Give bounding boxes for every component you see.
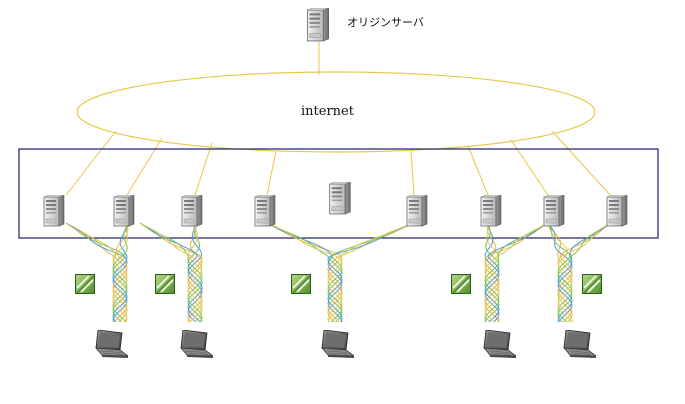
access-line bbox=[484, 222, 549, 323]
laptop-icon bbox=[95, 330, 128, 359]
access-line bbox=[187, 222, 203, 323]
cache-server-icon bbox=[480, 195, 502, 227]
access-line bbox=[65, 222, 128, 323]
access-line bbox=[139, 222, 203, 323]
internet-label: internet bbox=[301, 104, 354, 119]
access-line bbox=[484, 222, 549, 323]
green-filter-icon bbox=[155, 274, 175, 294]
access-line bbox=[65, 222, 128, 323]
green-filter-icon bbox=[451, 274, 471, 294]
access-line bbox=[327, 222, 415, 323]
cloud-link bbox=[410, 150, 415, 196]
cache-server-icon bbox=[254, 195, 276, 227]
cache-cluster-frame bbox=[18, 148, 659, 239]
origin-server-label: オリジンサーバ bbox=[347, 16, 424, 29]
access-line bbox=[327, 222, 415, 323]
access-line bbox=[557, 222, 611, 323]
access-line bbox=[484, 222, 549, 323]
cache-server-icon bbox=[113, 195, 135, 227]
access-line bbox=[65, 222, 128, 323]
access-line bbox=[547, 222, 573, 323]
laptop-icon bbox=[180, 330, 213, 359]
cloud-link bbox=[194, 142, 213, 196]
green-filter-icon bbox=[291, 274, 311, 294]
cloud-link bbox=[510, 139, 549, 196]
cache-server-icon bbox=[543, 195, 565, 227]
green-filter-icon bbox=[75, 274, 95, 294]
cloud-link bbox=[551, 130, 611, 196]
access-line bbox=[484, 222, 549, 323]
access-line bbox=[112, 222, 129, 323]
access-line bbox=[327, 222, 415, 323]
access-line bbox=[557, 222, 611, 323]
internet-cloud bbox=[76, 71, 596, 153]
cloud-link bbox=[467, 145, 489, 196]
access-lines bbox=[65, 222, 611, 323]
access-line bbox=[112, 222, 129, 323]
cache-server-icon bbox=[43, 195, 65, 227]
cloud-link bbox=[65, 130, 117, 196]
cache-server-icon bbox=[329, 182, 351, 215]
access-line bbox=[547, 222, 573, 323]
laptop-icon bbox=[321, 330, 354, 359]
cloud-link bbox=[126, 137, 163, 196]
cache-server-icon bbox=[406, 195, 428, 227]
laptop-icon bbox=[563, 330, 596, 359]
cache-server-icon bbox=[181, 195, 203, 227]
cache-server-icon bbox=[606, 195, 628, 227]
laptop-icon bbox=[483, 330, 516, 359]
access-line bbox=[547, 222, 573, 323]
access-line bbox=[187, 222, 203, 323]
green-filter-icon bbox=[582, 274, 602, 294]
clients bbox=[95, 330, 596, 359]
access-line bbox=[547, 222, 573, 323]
origin-server-icon bbox=[306, 8, 330, 42]
access-line bbox=[139, 222, 203, 323]
access-line bbox=[139, 222, 203, 323]
cloud-link bbox=[266, 150, 277, 196]
